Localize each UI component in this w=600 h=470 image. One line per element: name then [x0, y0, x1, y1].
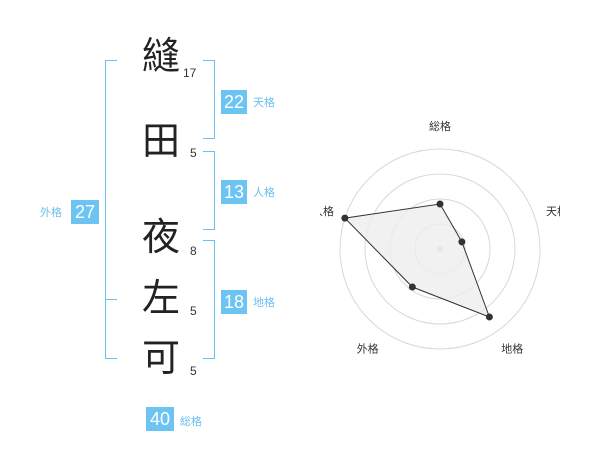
radar-axis-label-3: 地格: [501, 342, 523, 356]
chikaku-bracket: [203, 240, 215, 359]
radar-point-5: [341, 214, 349, 222]
jinkaku-bracket: [203, 151, 215, 230]
radar-point-4: [408, 283, 416, 291]
gaikaku-bracket-tick: [105, 299, 117, 300]
radar-shape: [341, 200, 493, 321]
jinkaku-value: 13: [221, 180, 247, 204]
name-char-4: 左: [141, 276, 180, 320]
stroke-count-4: 5: [190, 304, 197, 318]
gaikaku-label: 外格: [40, 206, 62, 219]
tenkaku-label: 天格: [253, 96, 275, 109]
gaikaku-value: 27: [71, 200, 99, 224]
soukaku-label: 総格: [180, 415, 202, 428]
gaikaku-bracket: [105, 60, 117, 359]
radar-axis-label-1: 総格: [429, 119, 451, 133]
radar-point-3: [485, 313, 493, 321]
stroke-count-3: 8: [190, 244, 197, 258]
stroke-count-2: 5: [190, 146, 197, 160]
radar-axis-label-4: 外格: [357, 342, 379, 356]
jinkaku-label: 人格: [253, 186, 275, 199]
name-char-2: 田: [141, 119, 180, 163]
radar-series-polygon: [343, 203, 491, 318]
radar-point-2: [458, 238, 466, 246]
tenkaku-bracket: [203, 60, 215, 139]
stroke-count-1: 17: [183, 66, 197, 80]
radar-ring-3: [364, 173, 516, 325]
chikaku-label: 地格: [253, 296, 275, 309]
radar-axis-label-5: 人格: [320, 204, 334, 218]
radar-axis-labels: 総格天格地格 外格 人格: [320, 119, 560, 356]
name-char-5: 可: [141, 336, 180, 380]
fortune-radar-chart: 総格天格地格 外格 人格: [320, 119, 560, 356]
radar-axis-label-2: 天格: [546, 204, 560, 218]
name-char-3: 夜: [141, 215, 180, 259]
name-char-1: 縫: [141, 34, 180, 78]
chikaku-value: 18: [221, 290, 247, 314]
radar-point-1: [436, 200, 444, 208]
soukaku-value: 40: [146, 407, 174, 431]
stroke-count-5: 5: [190, 364, 197, 378]
tenkaku-value: 22: [221, 90, 247, 114]
radar-ring-4: [339, 148, 541, 350]
